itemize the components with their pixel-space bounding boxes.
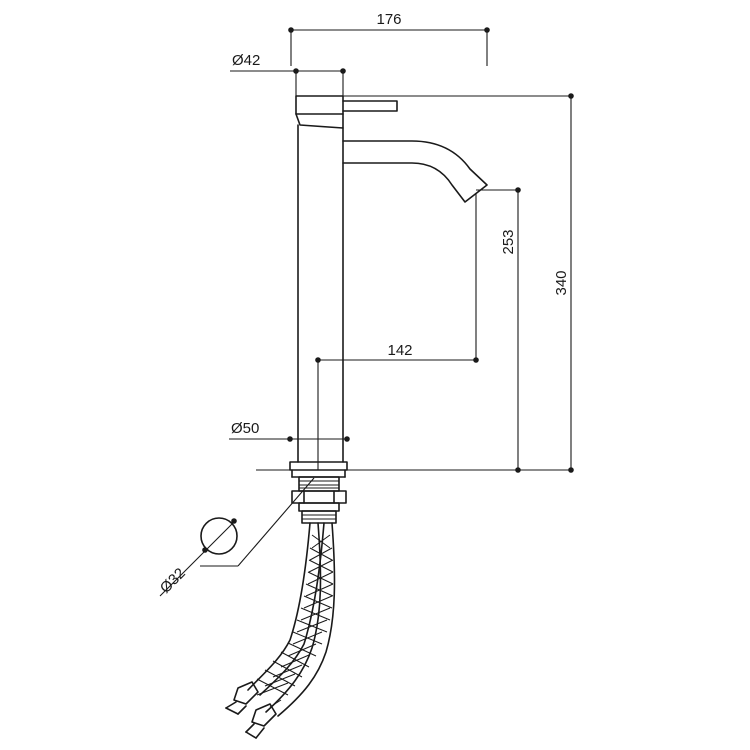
faucet-body [289, 95, 488, 478]
dim-base-diameter: Ø50 [229, 420, 350, 442]
dim-label-42: Ø42 [232, 52, 260, 69]
dim-label-32: Ø32 [157, 565, 189, 597]
dim-tail-diameter: Ø32 [157, 477, 315, 597]
dim-total-height: 340 [343, 93, 574, 473]
handle-cap [295, 95, 344, 115]
handle-collar [295, 113, 344, 129]
dim-spout-height: 253 [476, 187, 521, 473]
dim-label-253: 253 [500, 229, 517, 254]
base-collar [289, 461, 348, 471]
dim-handle-diameter: Ø42 [230, 52, 346, 96]
dim-label-340: 340 [553, 270, 570, 295]
flexible-hoses [225, 522, 336, 739]
spout [342, 140, 488, 203]
dim-label-176: 176 [376, 11, 401, 28]
dim-spout-reach: 142 [315, 193, 479, 470]
dim-label-50: Ø50 [231, 420, 259, 437]
fixing-nut [291, 490, 347, 504]
handle-lever [342, 100, 398, 112]
hose-end-nut-left [225, 681, 259, 715]
threaded-tail [291, 476, 347, 524]
dim-overall-reach: 176 [288, 11, 490, 66]
hose-end-nut-right [245, 703, 277, 739]
tail-section-circle [200, 517, 238, 555]
dim-label-142: 142 [387, 342, 412, 359]
